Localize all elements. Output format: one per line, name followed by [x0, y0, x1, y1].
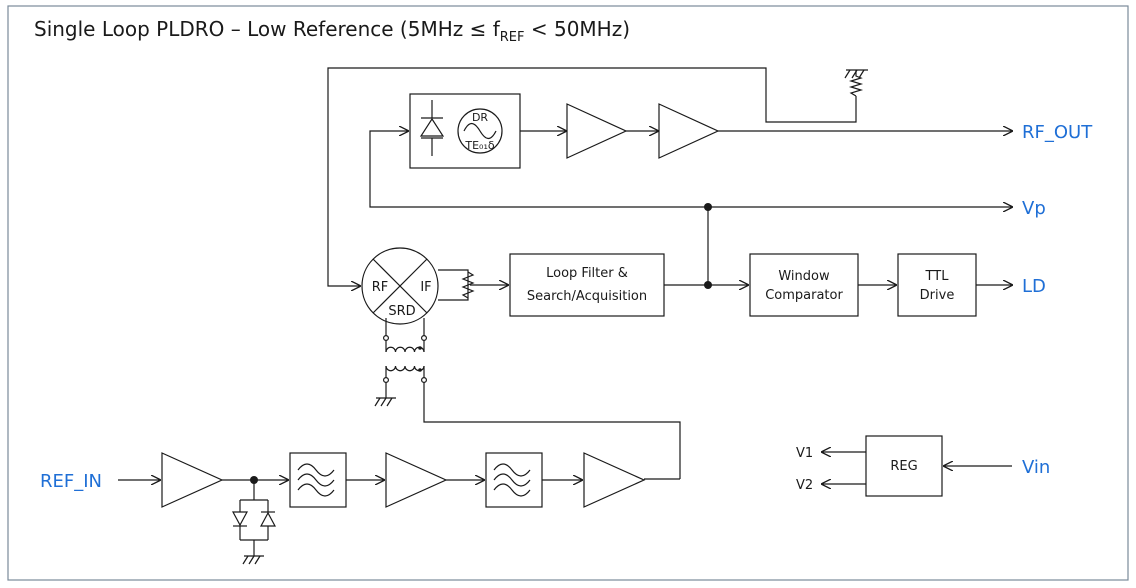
ttl-drive-block [897, 253, 977, 317]
ld-label: LD [1022, 276, 1046, 297]
v1-label: V1 [796, 446, 813, 461]
sample-resistor-icon [848, 70, 864, 97]
limiter-diodes-icon [231, 480, 277, 565]
balun-transformer-icon [374, 318, 428, 407]
bandpass-filter-1 [289, 452, 347, 508]
bandpass-filter-2 [485, 452, 543, 508]
if-termination-resistor-icon [461, 271, 475, 299]
ref-amplifier-1 [161, 452, 224, 508]
svg-text:TTL: TTL [925, 269, 950, 284]
svg-text:Comparator: Comparator [765, 288, 843, 303]
regulator-block [865, 435, 943, 497]
v2-label: V2 [796, 478, 813, 493]
loop-filter-block [509, 253, 665, 317]
svg-text:RF: RF [372, 280, 389, 295]
ref-amplifier-2 [385, 452, 448, 508]
sampling-mixer: RF IF SRD [361, 247, 439, 325]
rf-out-label: RF_OUT [1022, 122, 1093, 143]
buffer-amplifier-2 [658, 103, 720, 159]
svg-text:IF: IF [420, 280, 431, 295]
window-comparator-block [749, 253, 859, 317]
diagram-title: Single Loop PLDRO – Low Reference (5MHz … [34, 17, 630, 45]
vin-label: Vin [1022, 457, 1050, 478]
diagram-frame [7, 5, 1129, 581]
svg-text:Drive: Drive [920, 288, 955, 303]
ground-icon [844, 69, 868, 79]
junction-dot [704, 281, 712, 289]
svg-text:Window: Window [778, 269, 830, 284]
svg-text:SRD: SRD [388, 304, 415, 319]
svg-text:TE₀₁δ: TE₀₁δ [464, 139, 494, 152]
svg-text:Search/Acquisition: Search/Acquisition [527, 289, 647, 304]
svg-text:REG: REG [890, 459, 917, 474]
buffer-amplifier-1 [566, 103, 628, 159]
svg-text:DR: DR [472, 111, 488, 124]
ref-in-label: REF_IN [40, 471, 102, 492]
ref-amplifier-3 [583, 452, 646, 508]
svg-text:Loop Filter &: Loop Filter & [546, 266, 628, 281]
dro-block: DR TE₀₁δ [409, 93, 521, 169]
vp-label: Vp [1022, 198, 1046, 219]
